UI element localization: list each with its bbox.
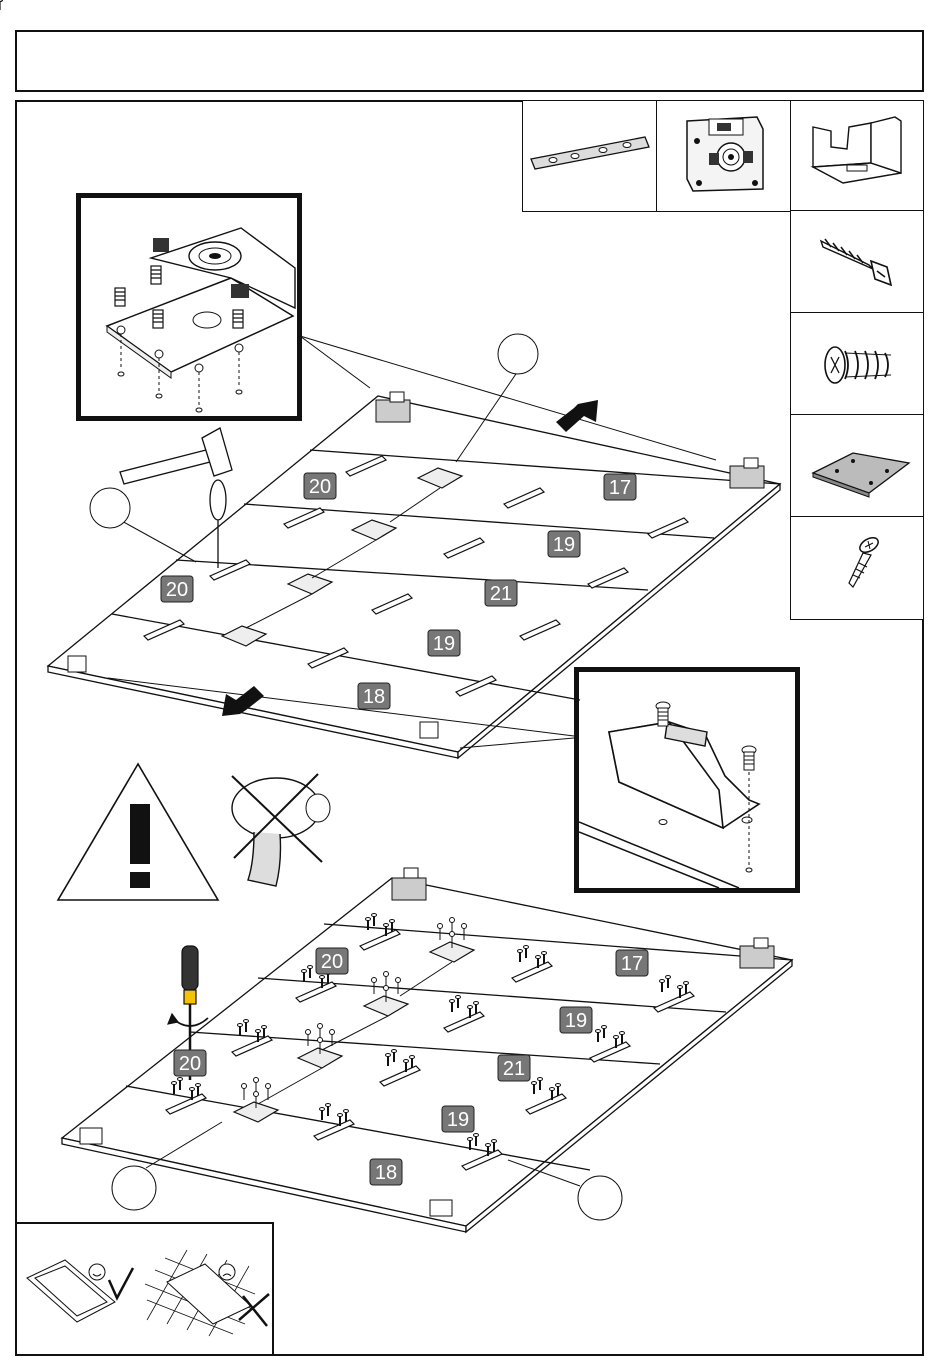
bottom-board <box>62 878 792 1232</box>
warning-triangle <box>58 764 218 900</box>
surface-tip-box <box>15 1222 274 1356</box>
bottom-panel-badge: 17 <box>616 950 648 976</box>
bottom-panel-badge: 18 <box>370 1159 402 1185</box>
panel-number: 19 <box>565 1010 587 1032</box>
panel-number: 20 <box>309 476 331 498</box>
top-panel-badge: 17 <box>604 474 636 500</box>
top-panel-badge: 19 <box>548 531 580 557</box>
bottom-panel-badge: 19 <box>560 1007 592 1033</box>
bottom-screws <box>0 0 3 10</box>
top-panel-badge: 19 <box>428 630 460 656</box>
panel-number: 20 <box>179 1053 201 1075</box>
bottom-panel-badge: 20 <box>316 948 348 974</box>
smiley-check-icon <box>27 1260 133 1322</box>
panel-number: 20 <box>321 951 343 973</box>
panel-number: 19 <box>447 1109 469 1131</box>
step-circle <box>498 334 538 374</box>
top-panel-badge: 20 <box>304 473 336 499</box>
top-panel-badge: 18 <box>358 683 390 709</box>
panel-number: 21 <box>503 1058 525 1080</box>
panel-number: 19 <box>433 633 455 655</box>
bottom-panel-badge: 21 <box>498 1055 530 1081</box>
surface-tip-illustration <box>17 1224 272 1354</box>
bottom-panel-badge: 19 <box>442 1106 474 1132</box>
step-circle <box>578 1176 622 1220</box>
panel-number: 17 <box>609 477 631 499</box>
insert-arrow-top <box>556 400 598 432</box>
panel-number: 17 <box>621 953 643 975</box>
top-panel-badge: 20 <box>161 576 193 602</box>
top-panel-badge: 21 <box>485 580 517 606</box>
crossed-out-power-drill-icon <box>232 774 330 886</box>
panel-number: 18 <box>363 686 385 708</box>
step-circle <box>112 1166 156 1210</box>
frown-cross-icon <box>145 1250 269 1336</box>
panel-number: 20 <box>166 579 188 601</box>
panel-number: 21 <box>490 583 512 605</box>
panel-number: 19 <box>553 534 575 556</box>
hammer-icon <box>120 428 232 484</box>
top-board <box>48 396 780 758</box>
step-circle <box>90 488 130 528</box>
panel-number: 18 <box>375 1162 397 1184</box>
bottom-panel-badge: 20 <box>174 1050 206 1076</box>
